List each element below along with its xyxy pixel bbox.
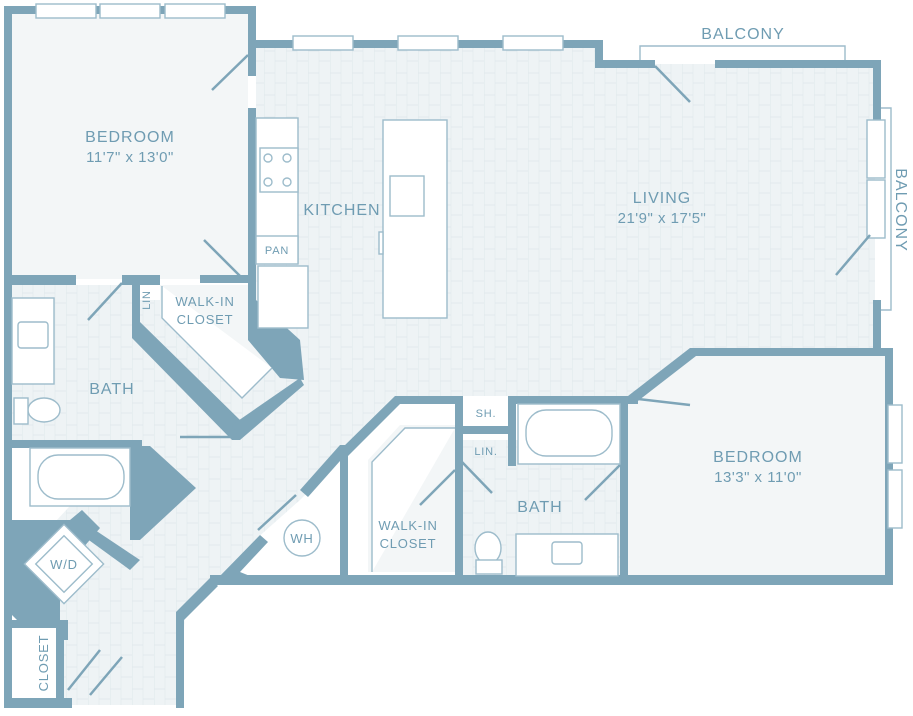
floors bbox=[12, 14, 885, 705]
balcony-top-name: BALCONY bbox=[701, 26, 784, 43]
balcony-right-rail bbox=[881, 107, 892, 311]
fixtures bbox=[11, 117, 621, 605]
toilet-2 bbox=[474, 531, 502, 565]
pantry-cabinet bbox=[255, 235, 299, 265]
windows bbox=[35, 3, 903, 529]
bath1-name: BATH bbox=[89, 381, 134, 398]
walkin2-line1: WALK-IN bbox=[378, 518, 437, 533]
living-name: LIVING bbox=[633, 190, 691, 207]
water-heater-name: WH bbox=[290, 531, 313, 546]
labels: BEDROOM 11'7" x 13'0" KITCHEN PAN LIVING… bbox=[36, 26, 909, 691]
bedroom1-name: BEDROOM bbox=[85, 129, 175, 146]
bedroom2-name: BEDROOM bbox=[713, 449, 803, 466]
balcony-right-name: BALCONY bbox=[892, 168, 909, 251]
bedroom2-carpet bbox=[628, 355, 885, 575]
bedroom1-dims: 11'7" x 13'0" bbox=[86, 149, 174, 166]
bedroom2-dims: 13'3" x 11'0" bbox=[714, 469, 802, 486]
walkin2-line2: CLOSET bbox=[380, 536, 437, 551]
bedroom1-carpet bbox=[12, 14, 248, 279]
balconies bbox=[639, 45, 892, 311]
linen1-name: LIN bbox=[141, 290, 153, 310]
toilet-1 bbox=[27, 397, 61, 423]
walkin1-line2: CLOSET bbox=[177, 312, 234, 327]
kitchen-sink bbox=[389, 175, 425, 217]
washer-dryer-name: W/D bbox=[50, 557, 78, 572]
living-dims: 21'9" x 17'5" bbox=[618, 210, 707, 227]
wood-floor-main bbox=[20, 48, 875, 705]
closet-name: CLOSET bbox=[36, 635, 51, 692]
shower-name: SH. bbox=[476, 408, 497, 420]
pantry-name: PAN bbox=[265, 245, 289, 257]
walkin1-line1: WALK-IN bbox=[175, 294, 234, 309]
kitchen-island bbox=[382, 119, 448, 319]
linen2-name: LIN. bbox=[474, 446, 497, 458]
doors bbox=[67, 54, 871, 696]
water-heater bbox=[283, 519, 321, 557]
refrigerator bbox=[257, 265, 309, 329]
bath2-name: BATH bbox=[517, 499, 562, 516]
kitchen-name: KITCHEN bbox=[303, 202, 380, 219]
balcony-top-rail bbox=[639, 45, 846, 60]
